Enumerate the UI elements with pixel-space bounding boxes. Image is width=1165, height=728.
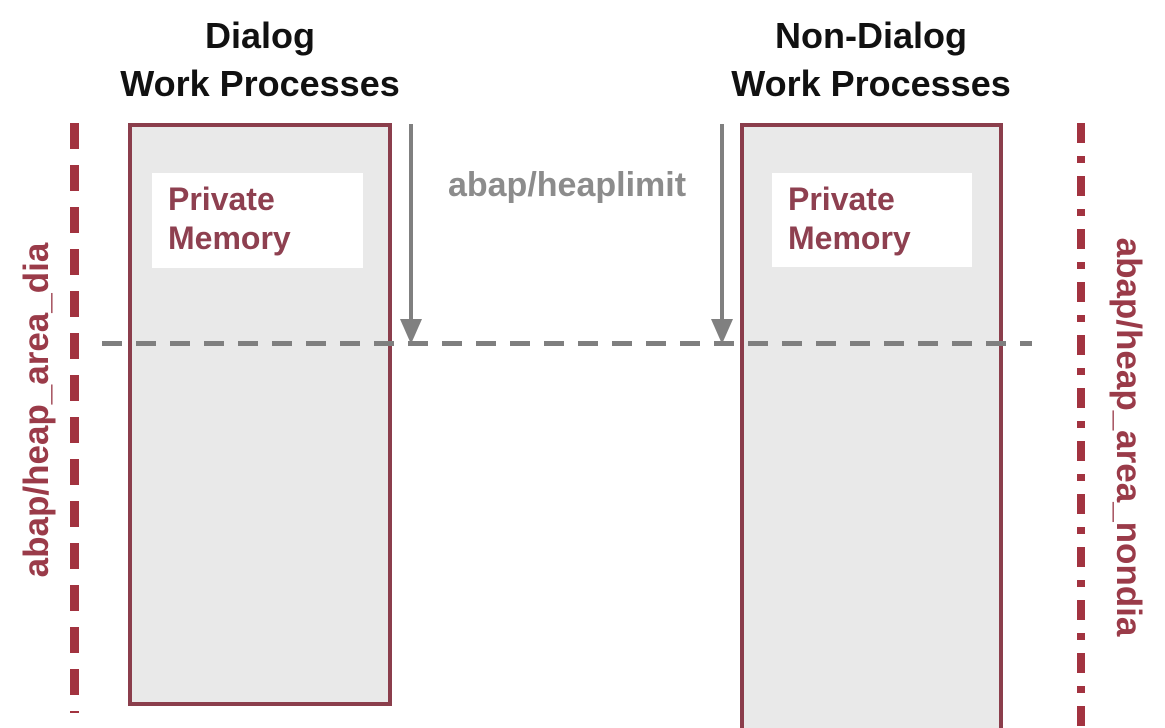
dialog-private-memory-label: Private Memory	[168, 181, 291, 256]
heaplimit-parameter-label: abap/heaplimit	[447, 166, 687, 204]
heaplimit-arrow-left	[409, 124, 413, 320]
non-dialog-private-memory-label: Private Memory	[788, 181, 911, 256]
heaplimit-arrow-right	[720, 124, 724, 320]
heap-area-nondia-parameter-label: abap/heap_area_nondia	[1109, 237, 1148, 637]
non-dialog-private-memory-box: Private Memory	[772, 173, 972, 267]
dialog-private-memory-box: Private Memory	[152, 173, 363, 268]
heap-area-nondia-dashdot-line	[1077, 123, 1085, 728]
non-dialog-work-processes-heading: Non-Dialog Work Processes	[731, 15, 1011, 104]
dialog-work-processes-heading: Dialog Work Processes	[120, 15, 400, 104]
heaplimit-arrowhead-right-icon	[711, 319, 733, 344]
heap-area-dia-parameter-label: abap/heap_area_dia	[17, 242, 56, 578]
heap-area-dia-dashed-line	[70, 123, 79, 713]
heaplimit-level-dashed-line	[102, 341, 1032, 346]
heaplimit-arrowhead-left-icon	[400, 319, 422, 344]
